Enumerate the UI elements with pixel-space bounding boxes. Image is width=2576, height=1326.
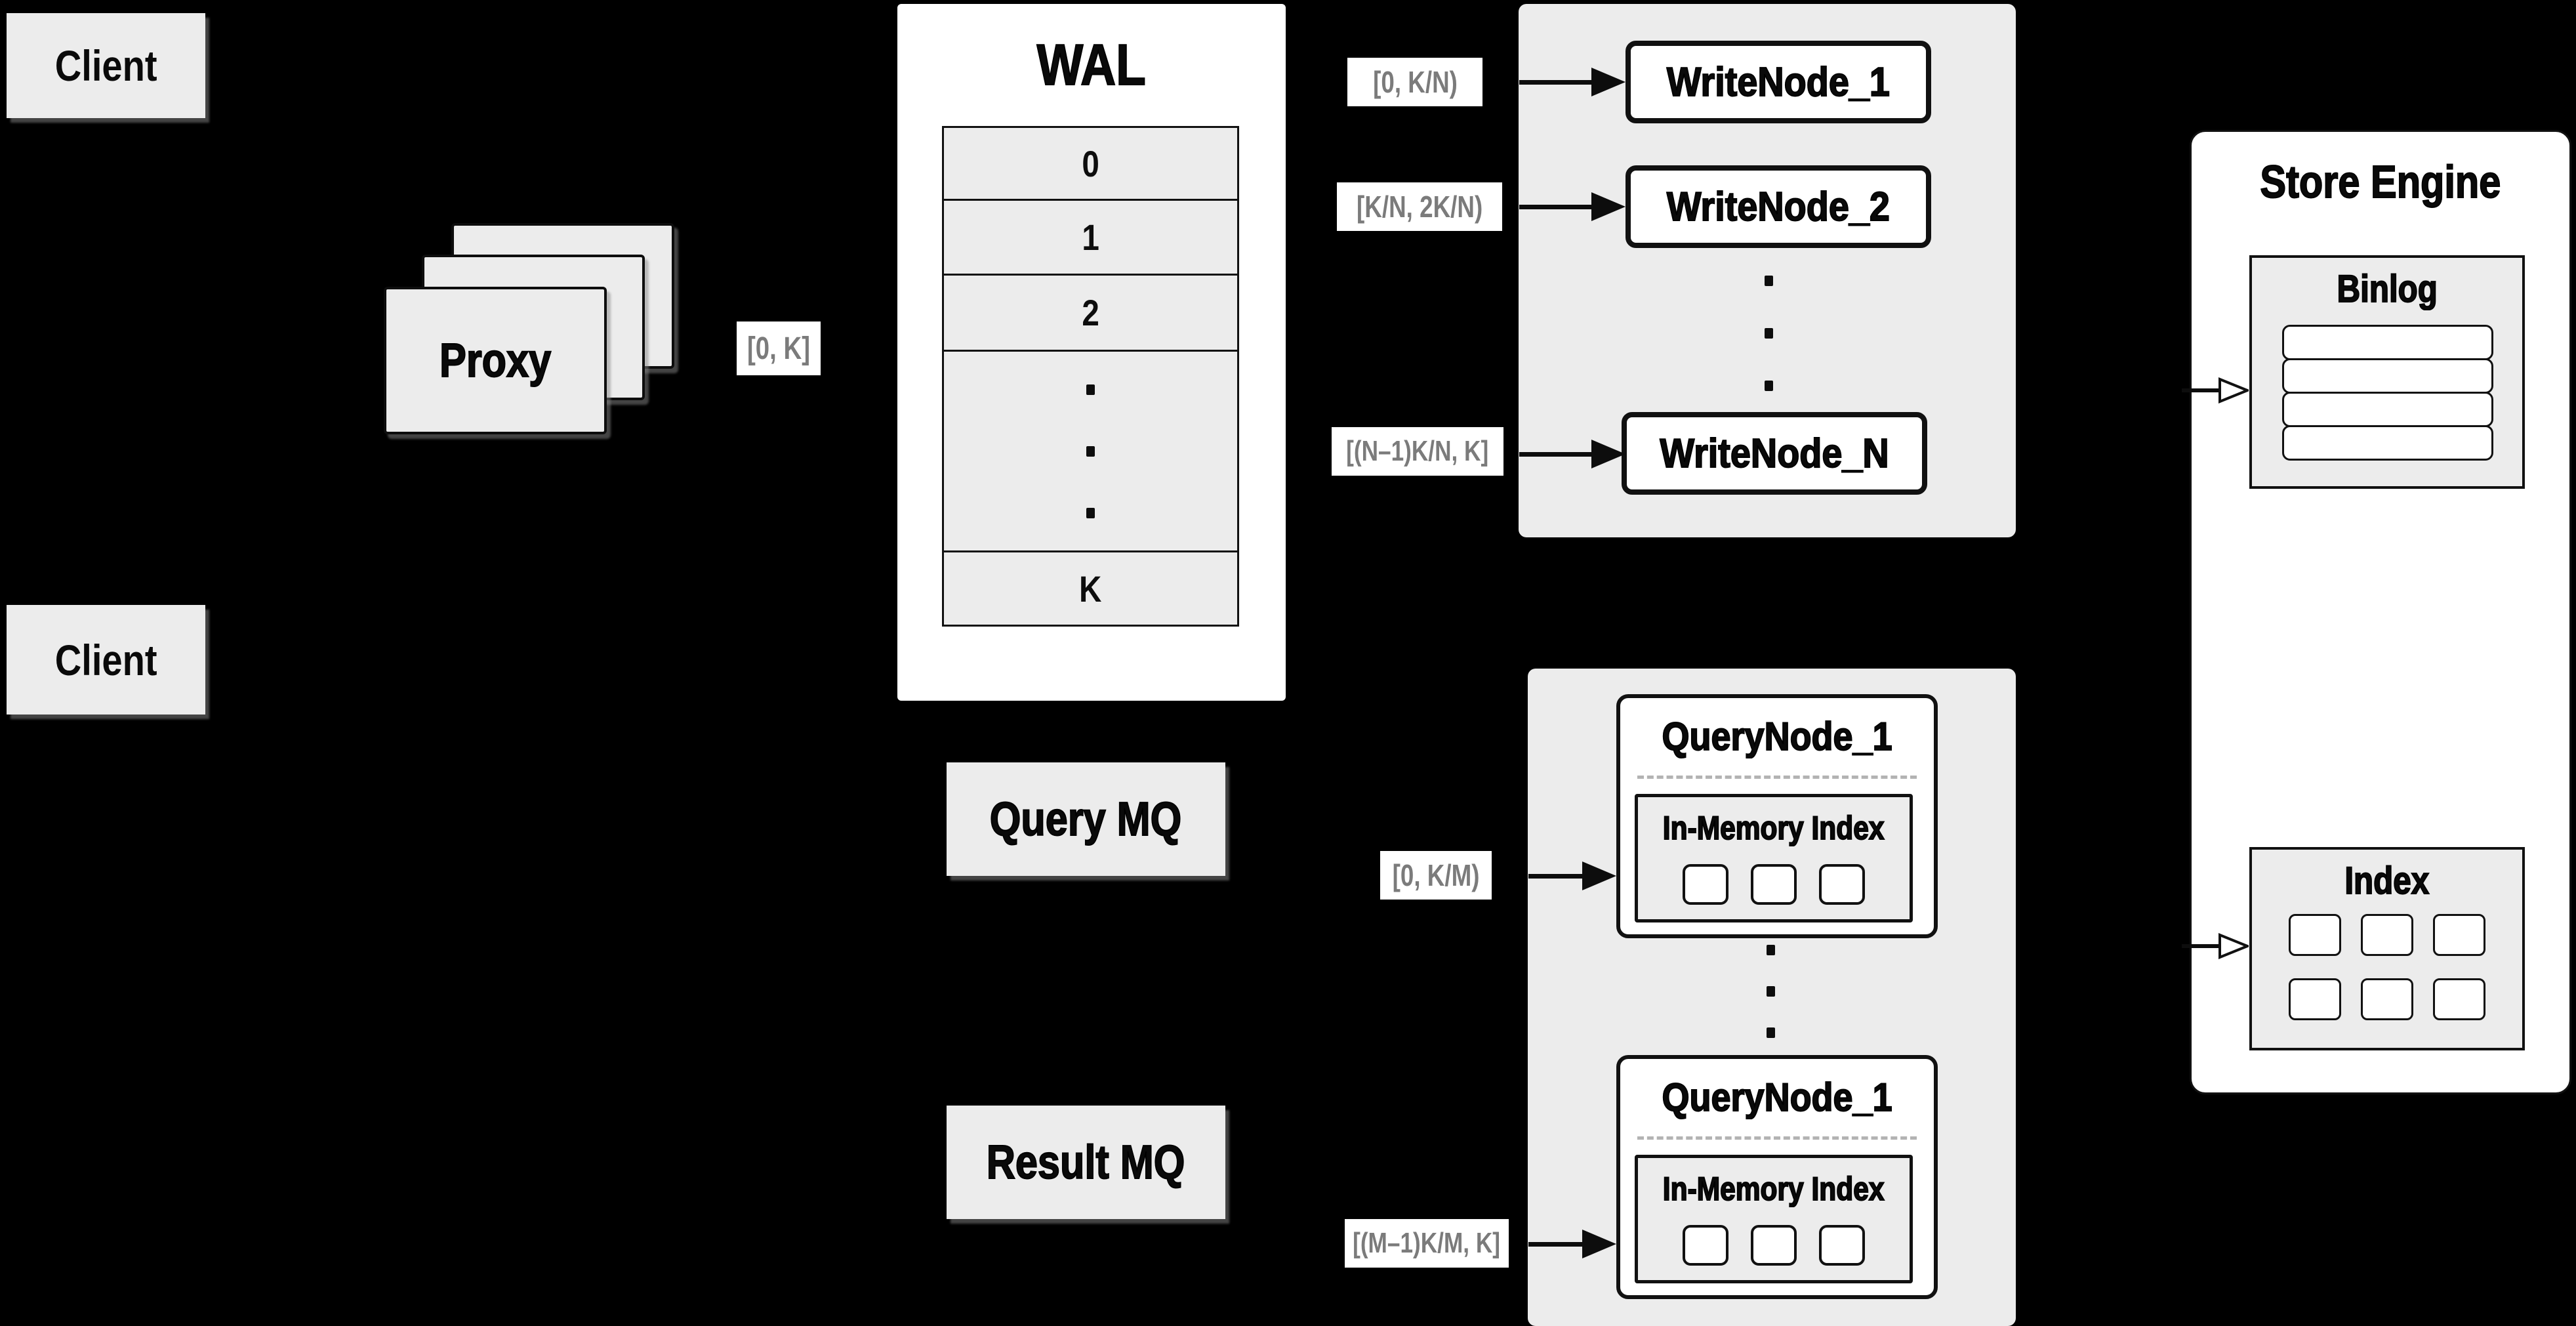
index-cell: [1819, 1225, 1865, 1266]
arrow-to-writenode-n: [1519, 440, 1625, 468]
arrow-to-index: [2182, 932, 2249, 961]
index-cell: [2361, 914, 2413, 956]
in-memory-index-box: In-Memory Index: [1635, 1155, 1913, 1283]
proxy-label: Proxy: [439, 334, 552, 388]
wal-segment-row: K: [942, 550, 1239, 627]
vertical-ellipsis-icon: [1767, 945, 1775, 1038]
wal-segment-table: 0 1 2 K: [942, 126, 1239, 627]
index-box: Index: [2249, 847, 2525, 1050]
wal-title: WAL: [1036, 31, 1147, 98]
query-mq-box: Query MQ: [947, 762, 1225, 876]
vertical-ellipsis-icon: [1765, 276, 1773, 391]
client-box-top: Client: [7, 13, 205, 118]
querynode-title: QueryNode_1: [1662, 714, 1893, 759]
index-cell: [1683, 864, 1728, 905]
result-mq-box: Result MQ: [947, 1106, 1225, 1219]
binlog-rows: [2282, 325, 2493, 461]
arrow-to-writenode-1: [1519, 68, 1625, 96]
in-memory-index-box: In-Memory Index: [1635, 794, 1913, 922]
open-arrowhead-icon: [2218, 377, 2249, 404]
range-label-querynode-bottom: [(M–1)K/M, K]: [1345, 1219, 1509, 1268]
querynode-box-top: QueryNode_1 In-Memory Index: [1616, 694, 1938, 938]
binlog-title: Binlog: [2336, 267, 2438, 311]
range-label-writenode-2: [K/N, 2K/N): [1337, 182, 1502, 231]
in-memory-index-title: In-Memory Index: [1662, 809, 1885, 847]
binlog-row: [2282, 425, 2493, 461]
store-engine-title: Store Engine: [2260, 155, 2502, 208]
index-cell: [1819, 864, 1865, 905]
store-engine-panel: Store Engine Binlog Index: [2190, 130, 2571, 1094]
proxy-box: Proxy: [384, 287, 607, 434]
arrow-to-writenode-2: [1519, 192, 1625, 221]
index-cell: [1751, 1225, 1797, 1266]
binlog-row: [2282, 358, 2493, 394]
writenode-n-box: WriteNode_N: [1622, 412, 1927, 495]
dashed-divider: [1637, 1136, 1917, 1140]
index-grid: [2252, 914, 2522, 1020]
arrow-to-binlog: [2182, 376, 2249, 405]
range-label-writenode-n: [(N–1)K/N, K]: [1332, 427, 1503, 476]
in-memory-index-cells: [1638, 864, 1910, 905]
arrow-to-querynode-bottom: [1528, 1230, 1616, 1258]
client-bottom-label: Client: [54, 635, 157, 684]
open-arrowhead-icon: [2218, 933, 2249, 959]
range-label-proxy: [0, K]: [737, 321, 821, 375]
arrow-to-querynode-top: [1528, 861, 1616, 890]
wal-segment-row: 1: [942, 199, 1239, 276]
index-cell: [1751, 864, 1797, 905]
binlog-box: Binlog: [2249, 255, 2525, 489]
writenode-1-box: WriteNode_1: [1625, 41, 1931, 123]
binlog-row: [2282, 392, 2493, 427]
wal-ellipsis-row: [942, 350, 1239, 552]
range-label-writenode-1: [0, K/N): [1347, 58, 1482, 106]
vertical-ellipsis-icon: [1086, 384, 1095, 518]
wal-segment-row: 0: [942, 126, 1239, 201]
querynode-box-bottom: QueryNode_1 In-Memory Index: [1616, 1055, 1938, 1299]
index-row: [2289, 978, 2485, 1020]
wal-panel: WAL 0 1 2 K: [897, 4, 1286, 701]
index-row: [2289, 914, 2485, 956]
index-cell: [2361, 978, 2413, 1020]
index-cell: [2289, 978, 2341, 1020]
index-title: Index: [2344, 859, 2430, 903]
binlog-row: [2282, 325, 2493, 360]
querynode-title: QueryNode_1: [1662, 1075, 1893, 1120]
client-box-bottom: Client: [7, 605, 205, 715]
wal-segment-row: 2: [942, 274, 1239, 352]
index-cell: [1683, 1225, 1728, 1266]
range-label-querynode-top: [0, K/M): [1380, 851, 1492, 900]
index-cell: [2433, 978, 2485, 1020]
index-cell: [2289, 914, 2341, 956]
dashed-divider: [1637, 776, 1917, 779]
index-cell: [2433, 914, 2485, 956]
writenode-2-box: WriteNode_2: [1625, 165, 1931, 248]
in-memory-index-cells: [1638, 1225, 1910, 1266]
client-top-label: Client: [54, 41, 157, 90]
in-memory-index-title: In-Memory Index: [1662, 1170, 1885, 1208]
